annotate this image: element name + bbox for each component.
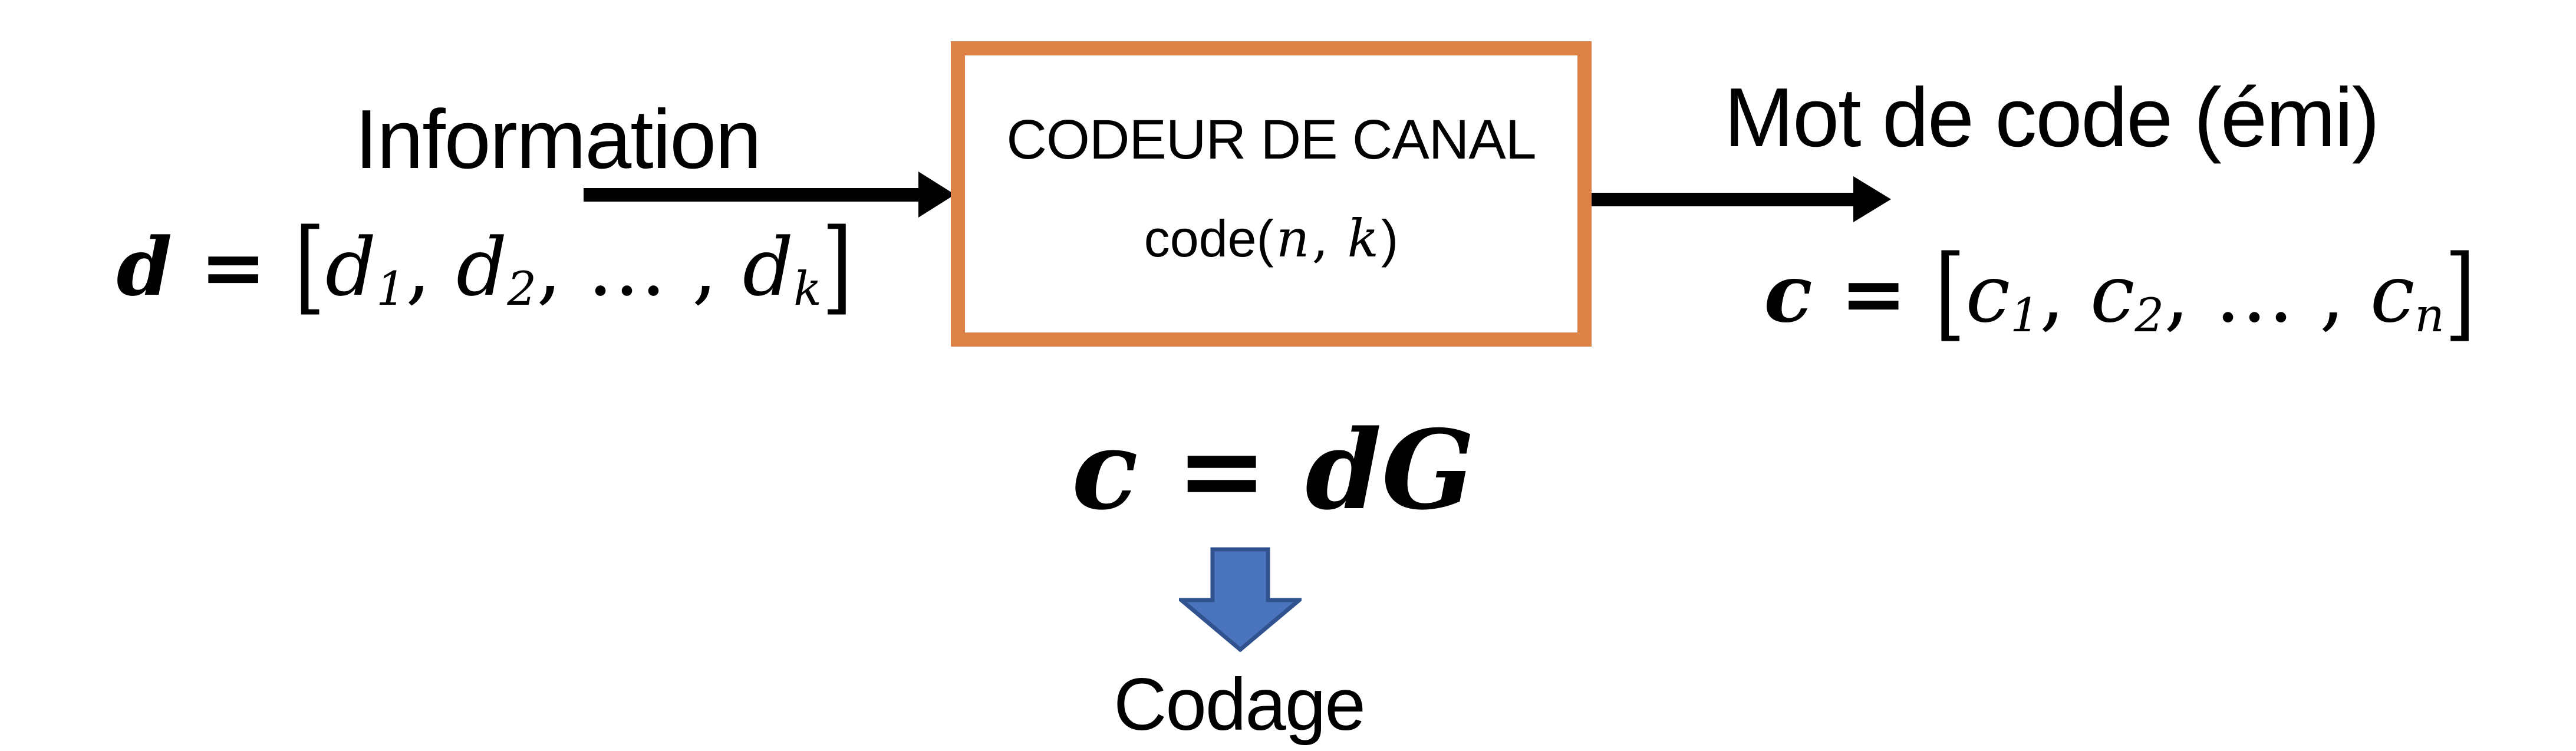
formula-token: 2 — [507, 262, 537, 317]
formula-token: , — [1312, 208, 1345, 269]
down-arrow-shape — [1179, 547, 1302, 652]
encoder-box-title: CODEUR DE CANAL — [1006, 108, 1536, 171]
formula-token: c — [2090, 248, 2135, 340]
encoding-equation: c = dG — [861, 416, 1686, 525]
formula-token: 1 — [2010, 289, 2040, 343]
formula-token: c — [1764, 246, 1813, 340]
codeword-vector-formula: c = [c1, c2, … , cn] — [1707, 242, 2532, 344]
formula-token: d — [742, 221, 794, 314]
formula-token: c — [1072, 406, 1138, 534]
formula-token: d — [116, 220, 173, 314]
output-arrow-shaft — [1592, 193, 1856, 206]
formula-token: 1 — [376, 262, 406, 317]
formula-token: k — [1347, 208, 1379, 269]
formula-token: , — [406, 221, 456, 314]
input-vector-formula: d = [d1, d2, … , dk] — [72, 215, 897, 317]
formula-token: ) — [1381, 209, 1399, 268]
input-arrow-head-icon — [918, 172, 955, 218]
formula-token: , … , — [536, 221, 743, 314]
codeword-label: Mot de code (émi) — [1724, 71, 2380, 164]
formula-token: c — [2370, 248, 2415, 340]
encoder-box-code-label: code(n, k) — [1144, 213, 1398, 265]
formula-token: = — [172, 220, 295, 314]
input-arrow-shaft — [584, 188, 923, 202]
formula-token: dG — [1305, 406, 1475, 534]
formula-token: , … , — [2164, 248, 2370, 340]
output-arrow-head-icon — [1853, 176, 1891, 222]
channel-encoder-box: CODEUR DE CANAL code(n, k) — [951, 41, 1592, 347]
information-label: Information — [354, 93, 762, 186]
formula-token: d — [325, 221, 377, 314]
formula-token: c — [1965, 248, 2011, 340]
formula-token: d — [456, 221, 508, 314]
formula-token: [ — [294, 206, 325, 325]
down-arrow-icon — [1179, 547, 1302, 652]
formula-token: code( — [1144, 209, 1274, 268]
formula-token: [ — [1934, 233, 1966, 352]
formula-token: n — [1276, 208, 1310, 269]
formula-token: k — [793, 262, 822, 317]
formula-token: n — [2414, 289, 2445, 343]
formula-token: ] — [2444, 233, 2476, 352]
formula-token: = — [1138, 406, 1306, 534]
formula-token: , — [2039, 248, 2090, 340]
formula-token: = — [1812, 246, 1935, 340]
formula-token: ] — [821, 206, 853, 325]
formula-token: 2 — [2134, 289, 2165, 343]
codage-label: Codage — [1114, 664, 1366, 746]
